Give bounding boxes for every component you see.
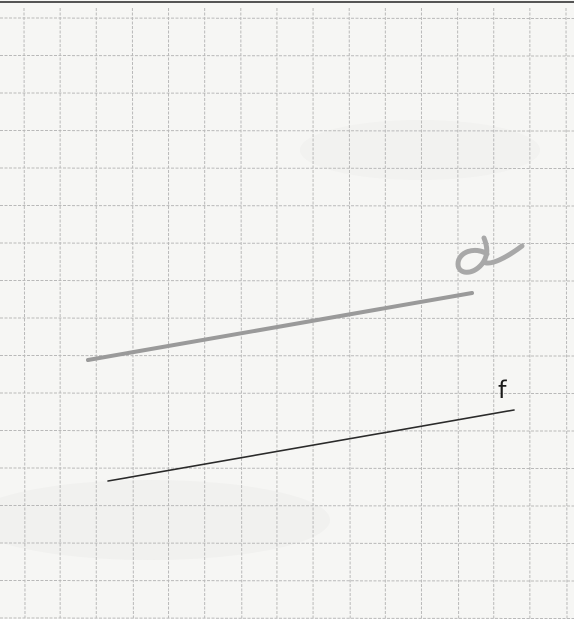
grid-line-vertical: [565, 7, 568, 619]
grid-line-vertical: [348, 7, 351, 619]
grid-line-vertical: [457, 7, 460, 619]
grid-line-horizontal: [0, 205, 574, 207]
grid-line-horizontal: [0, 355, 574, 357]
grid-line-horizontal: [0, 430, 574, 432]
grid-line-horizontal: [0, 130, 574, 132]
grid-line-horizontal: [0, 55, 574, 57]
line-f-label: f: [498, 376, 507, 404]
grid-line-horizontal: [0, 505, 574, 507]
grid-line-horizontal: [0, 17, 574, 19]
grid-line-horizontal: [0, 392, 574, 394]
grid-line-vertical: [23, 7, 26, 619]
grid-line-horizontal: [0, 617, 574, 619]
grid-line-horizontal: [0, 542, 574, 544]
grid-line-horizontal: [0, 167, 574, 169]
grid-line-horizontal: [0, 467, 574, 469]
grid: [0, 7, 574, 619]
line-d: [86, 291, 474, 362]
line-f: [107, 409, 515, 482]
paper-shade: [0, 480, 330, 560]
grid-line-horizontal: [0, 242, 574, 244]
paper-shade: [300, 120, 540, 180]
grid-line-horizontal: [0, 92, 574, 94]
grid-line-vertical: [240, 7, 243, 619]
grid-line-horizontal: [0, 280, 574, 282]
grid-line-horizontal: [0, 317, 574, 319]
line-d-label-handwritten: [455, 235, 525, 275]
grid-line-vertical: [131, 7, 134, 619]
grid-line-horizontal: [0, 580, 574, 582]
